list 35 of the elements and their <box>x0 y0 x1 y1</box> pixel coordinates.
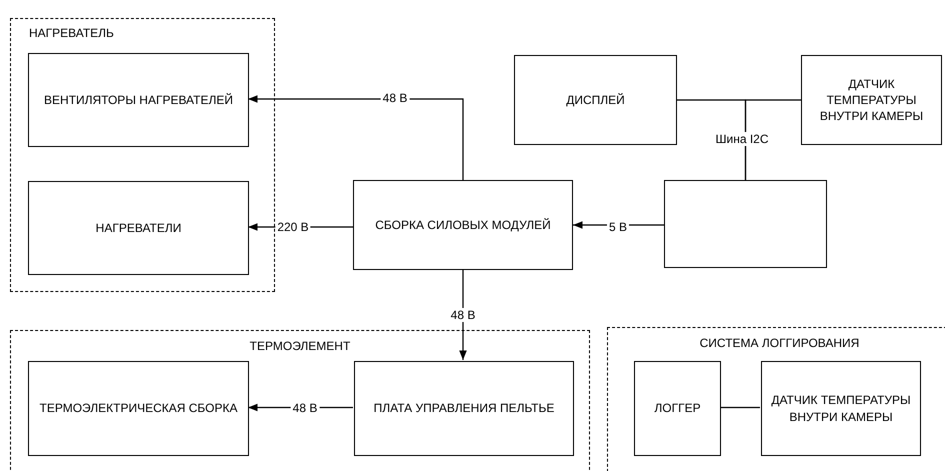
block-box <box>28 53 249 147</box>
block-label: ВЕНТИЛЯТОРЫ НАГРЕВАТЕЛЕЙ <box>43 92 234 108</box>
block-label: ДИСПЛЕЙ <box>565 92 626 108</box>
connector <box>573 221 664 229</box>
block-label: ДАТЧИК ТЕМПЕРАТУРЫ ВНУТРИ КАМЕРЫ <box>770 392 912 425</box>
block-box <box>353 180 573 270</box>
edge-label: 48 В <box>380 91 410 105</box>
edge-label: 48 В <box>290 401 320 415</box>
connector <box>248 95 464 180</box>
group-frame <box>10 18 275 292</box>
block-label: ПЛАТА УПРАВЛЕНИЯ ПЕЛЬТЬЕ <box>372 400 556 417</box>
edge-label: 220 В <box>275 220 311 234</box>
block-label: НАГРЕВАТЕЛИ <box>94 220 182 236</box>
block-box <box>514 55 677 145</box>
block-box <box>664 180 827 268</box>
block-box <box>28 181 249 275</box>
group-title: НАГРЕВАТЕЛЬ <box>29 26 114 40</box>
block-box <box>761 361 921 456</box>
group-frame <box>607 327 945 471</box>
block-label: ТЕРМОЭЛЕКТРИЧЕСКАЯ СБОРКА <box>38 400 238 417</box>
group-title: ТЕРМОЭЛЕМЕНТ <box>248 339 352 353</box>
edge-label: 5 В <box>607 220 629 234</box>
edge-label: Шина I2C <box>714 132 770 146</box>
connector <box>720 406 760 408</box>
block-box <box>634 361 721 456</box>
block-label: ДАТЧИК ТЕМПЕРАТУРЫ ВНУТРИ КАМЕРЫ <box>818 76 924 124</box>
block-box <box>354 361 574 456</box>
block-label: СБОРКА СИЛОВЫХ МОДУЛЕЙ <box>374 216 552 234</box>
block-label: ЛОГГЕР <box>653 400 702 417</box>
edge-label: 48 В <box>448 308 478 322</box>
group-frame <box>10 330 590 471</box>
block-box <box>801 55 942 145</box>
connector <box>744 99 801 180</box>
block-box <box>28 361 249 456</box>
group-title: СИСТЕМА ЛОГГИРОВАНИЯ <box>698 336 860 350</box>
